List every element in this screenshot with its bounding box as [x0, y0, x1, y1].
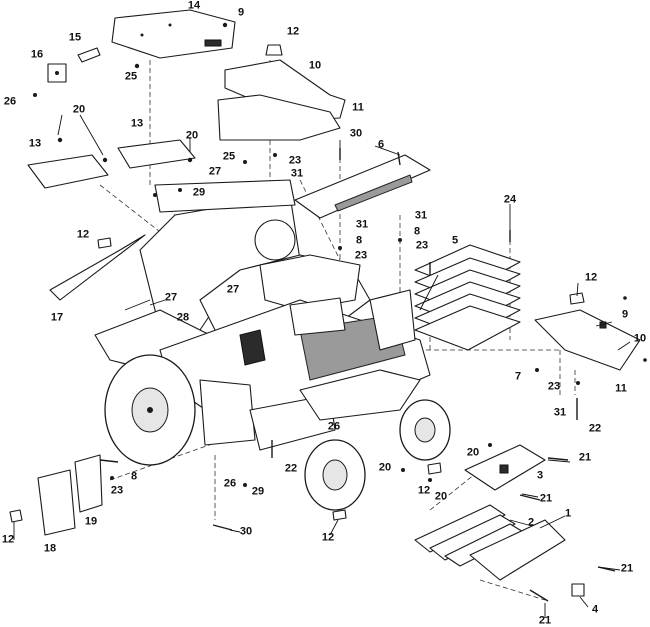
- callout-20: 20: [72, 103, 86, 116]
- callout-21: 21: [539, 492, 553, 505]
- callout-21: 21: [538, 614, 552, 627]
- hardware-bolts: [33, 22, 647, 602]
- part-6-grille-panel: [294, 154, 431, 219]
- callout-5: 5: [451, 234, 459, 247]
- callout-19: 19: [84, 515, 98, 528]
- callout-23: 23: [415, 239, 429, 252]
- callout-8: 8: [355, 234, 363, 247]
- callout-12: 12: [1, 533, 15, 546]
- callout-21: 21: [620, 562, 634, 575]
- callout-12: 12: [286, 25, 300, 38]
- callout-13: 13: [130, 117, 144, 130]
- callout-26: 26: [3, 95, 17, 108]
- callout-6: 6: [377, 138, 385, 151]
- callout-26: 26: [223, 477, 237, 490]
- callout-4: 4: [591, 603, 599, 616]
- callout-11: 11: [615, 382, 627, 395]
- callout-14: 14: [187, 0, 201, 12]
- callout-30: 30: [349, 127, 363, 140]
- callout-31: 31: [414, 209, 428, 222]
- callout-7: 7: [514, 370, 522, 383]
- callout-31: 31: [553, 406, 567, 419]
- callout-21: 21: [578, 451, 592, 464]
- callout-29: 29: [251, 485, 265, 498]
- callout-13: 13: [28, 137, 42, 150]
- callout-29: 29: [192, 186, 206, 199]
- callout-23: 23: [354, 249, 368, 262]
- callout-3: 3: [536, 469, 544, 482]
- callout-28: 28: [176, 311, 190, 324]
- callout-12: 12: [321, 531, 335, 544]
- callout-23: 23: [288, 154, 302, 167]
- part-3-front-bracket: [464, 444, 546, 491]
- callout-20: 20: [434, 490, 448, 503]
- mower-chassis: [94, 179, 431, 451]
- callout-20: 20: [466, 446, 480, 459]
- callout-27: 27: [164, 291, 178, 304]
- callout-9: 9: [621, 308, 629, 321]
- callout-23: 23: [110, 484, 124, 497]
- callout-10: 10: [308, 59, 322, 72]
- callout-8: 8: [413, 225, 421, 238]
- callout-10: 10: [633, 332, 647, 345]
- callout-2: 2: [527, 516, 535, 529]
- part-1-baffle-cover: [469, 519, 566, 581]
- part-16-latch: [47, 63, 67, 83]
- callout-26: 26: [327, 420, 341, 433]
- callout-22: 22: [284, 462, 298, 475]
- callout-15: 15: [68, 31, 82, 44]
- front-caster-right: [399, 399, 451, 461]
- part-19-side-shield: [74, 454, 103, 513]
- part-15-bracket: [77, 47, 101, 63]
- front-caster-left: [304, 439, 366, 511]
- callout-12: 12: [76, 228, 90, 241]
- part-17-side-rail: [49, 234, 146, 301]
- callout-30: 30: [239, 525, 253, 538]
- callout-18: 18: [43, 542, 57, 555]
- part-10-upper-cover: [224, 59, 346, 121]
- callout-25: 25: [124, 70, 138, 83]
- part-11-upper-panel: [217, 94, 341, 141]
- callout-24: 24: [503, 193, 517, 206]
- part-2-baffle-set: [414, 504, 526, 567]
- part-13-right-plate: [117, 139, 196, 169]
- callout-25: 25: [222, 150, 236, 163]
- part-5-heat-shield-stack: [414, 244, 521, 351]
- callout-23: 23: [547, 380, 561, 393]
- callout-31: 31: [355, 218, 369, 231]
- part-13-left-plate: [27, 154, 109, 189]
- callout-20: 20: [378, 461, 392, 474]
- callout-8: 8: [130, 470, 138, 483]
- callout-27: 27: [208, 165, 222, 178]
- callout-22: 22: [588, 422, 602, 435]
- part-12-clips: [9, 44, 585, 523]
- callout-20: 20: [185, 129, 199, 142]
- callout-leaders: [13, 114, 631, 618]
- callout-12: 12: [584, 271, 598, 284]
- callout-16: 16: [30, 48, 44, 61]
- part-18-side-shield: [37, 469, 76, 536]
- callout-1: 1: [564, 507, 572, 520]
- part-14-top-panel: [111, 9, 236, 59]
- left-drive-wheel: [104, 354, 196, 466]
- callout-31: 31: [290, 167, 304, 180]
- callout-11: 11: [352, 101, 364, 114]
- callout-9: 9: [237, 6, 245, 19]
- callout-17: 17: [50, 311, 64, 324]
- part-4-cap: [571, 583, 585, 597]
- callout-27: 27: [226, 283, 240, 296]
- callout-12: 12: [417, 484, 431, 497]
